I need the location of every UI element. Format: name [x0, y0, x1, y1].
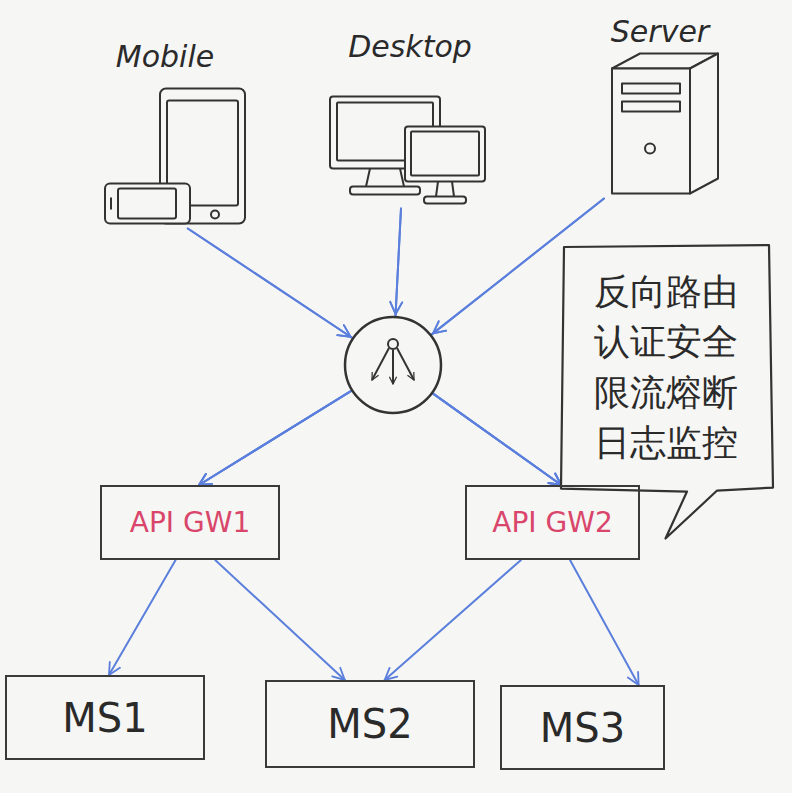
feature-callout: 反向路由 认证安全 限流熔断 日志监控 [558, 245, 773, 541]
drive-bay [622, 84, 680, 94]
flow-arrow [215, 560, 345, 680]
gateway-box: API GW1 [100, 485, 280, 560]
client-label: Server [590, 15, 730, 50]
balancer-split-arrow [397, 348, 414, 380]
service-name: MS2 [327, 700, 412, 748]
drive-bay [622, 102, 680, 112]
monitor-stand [436, 182, 454, 197]
arrowhead [433, 321, 446, 333]
arrowhead [337, 325, 350, 337]
arrowhead [337, 325, 350, 337]
service-box: MS3 [500, 685, 665, 770]
flow-arrow [570, 560, 639, 685]
monitor-base [424, 197, 466, 204]
monitor-stand [366, 169, 404, 187]
monitor-body [405, 127, 485, 182]
service-name: MS1 [62, 694, 147, 742]
phone-button [110, 198, 112, 210]
client-label: Desktop [320, 30, 500, 65]
power-button [645, 144, 655, 154]
connector-line [570, 560, 639, 685]
balancer-split-arrow [372, 348, 389, 380]
connector-line [109, 560, 176, 675]
flow-arrow [109, 560, 176, 675]
device-drawing [330, 97, 485, 204]
service-box: MS2 [265, 680, 475, 768]
server-client: Server [590, 15, 730, 199]
speech-bubble [561, 245, 773, 539]
flow-arrow [188, 229, 561, 486]
phone-screen [118, 189, 176, 219]
gateway-name: API GW1 [130, 506, 250, 540]
client-label: Mobile [70, 40, 260, 75]
service-name: MS3 [540, 704, 625, 752]
device-drawing [105, 89, 245, 224]
gateway-name: API GW2 [492, 506, 612, 540]
connector-line [385, 560, 521, 680]
monitor-screen [411, 132, 479, 176]
mobile-client: Mobile [70, 40, 260, 229]
arrowhead [390, 302, 402, 314]
load-balancer-circle [345, 317, 441, 413]
flow-arrow [199, 199, 604, 486]
connector-line [199, 199, 604, 486]
gateway-box: API GW2 [465, 485, 640, 560]
device-drawing [612, 54, 718, 194]
monitor-base [350, 187, 420, 195]
flow-arrow [385, 560, 521, 680]
tower-side [690, 54, 718, 194]
desktop-client: Desktop [320, 30, 500, 209]
phone-body [105, 184, 190, 224]
connector-line [188, 229, 561, 486]
service-box: MS1 [5, 675, 205, 760]
balancer-hub-dot [388, 339, 398, 349]
callout-text: 反向路由 认证安全 限流熔断 日志监控 [594, 267, 760, 469]
balancer-split-arrow [392, 350, 394, 384]
tower-front [612, 69, 690, 194]
connectors [109, 199, 639, 686]
connector-line [215, 560, 345, 680]
tablet-button [211, 211, 219, 219]
